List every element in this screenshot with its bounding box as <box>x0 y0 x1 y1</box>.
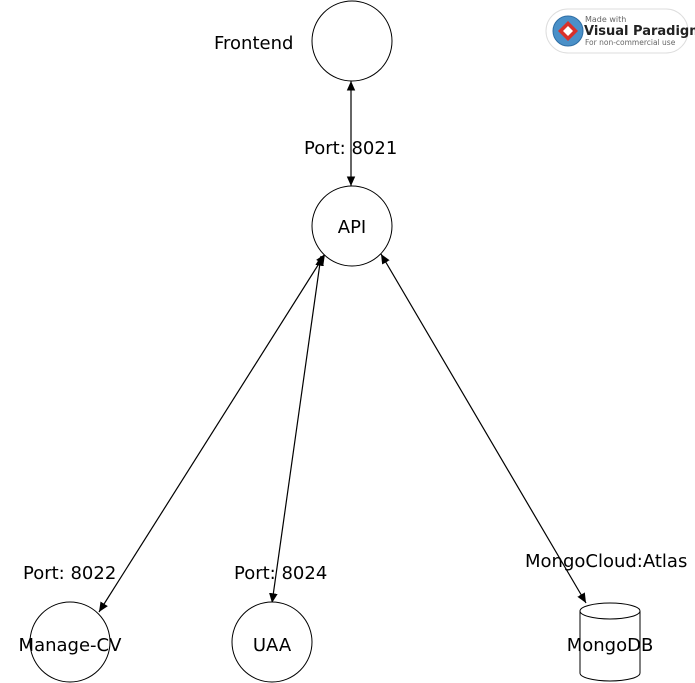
uaa-label: UAA <box>253 635 292 656</box>
mongodb-label: MongoDB <box>567 635 654 656</box>
edge-label-api-uaa: Port: 8024 <box>234 563 327 584</box>
watermark-made-with: Made with <box>585 15 626 24</box>
mongodb-cylinder <box>579 602 641 682</box>
uaa-circle <box>231 601 313 683</box>
node-frontend[interactable]: Frontend <box>214 0 393 82</box>
edge-label-api-mongodb: MongoCloud:Atlas <box>525 551 687 572</box>
visual-paradigm-logo-icon <box>552 15 584 47</box>
frontend-circle <box>311 0 393 82</box>
watermark-badge <box>545 8 689 54</box>
node-mongodb[interactable]: MongoDB <box>567 602 654 682</box>
watermark-brand: Visual Paradigm <box>584 24 695 39</box>
edge-api-uaa <box>269 255 324 604</box>
node-api[interactable]: API <box>311 185 393 267</box>
mongodb-cylinder-rim <box>579 610 641 620</box>
edge-label-api-manage-cv: Port: 8022 <box>23 563 116 584</box>
manage-cv-circle <box>29 601 111 683</box>
edge-api-manage-cv <box>98 253 326 613</box>
node-uaa[interactable]: UAA <box>231 601 313 683</box>
manage-cv-label: Manage-CV <box>19 635 123 656</box>
node-manage-cv[interactable]: Manage-CV <box>19 601 123 683</box>
edge-api-mongodb <box>380 253 587 604</box>
watermark-note: For non-commercial use <box>585 38 676 47</box>
visual-paradigm-watermark: Made with Visual Paradigm For non-commer… <box>545 8 695 54</box>
edge-label-frontend-api: Port: 8021 <box>304 138 397 159</box>
api-circle <box>311 185 393 267</box>
frontend-label: Frontend <box>214 33 293 54</box>
api-label: API <box>338 217 366 238</box>
